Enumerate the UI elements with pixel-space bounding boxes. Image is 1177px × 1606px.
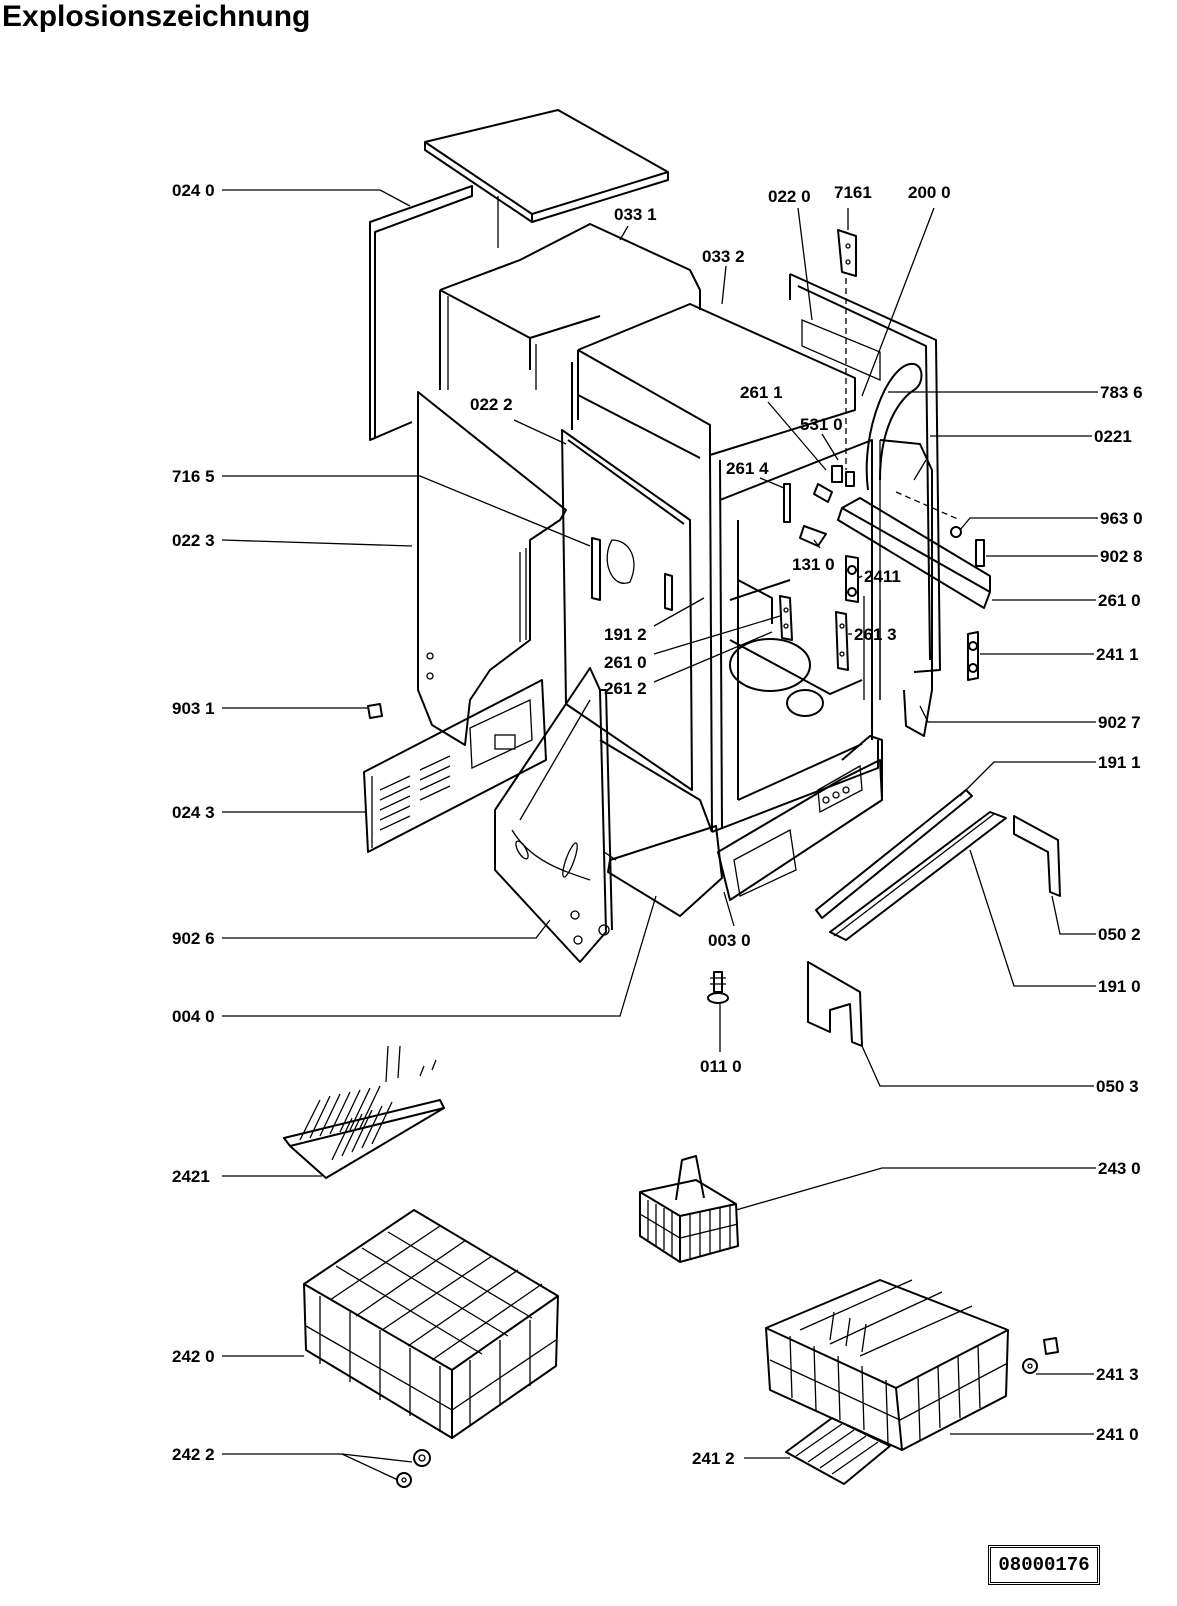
part-side-panel-right [789,273,941,673]
label-5310: 531 0 [800,415,843,434]
label-9026: 902 6 [172,929,215,948]
label-7836: 783 6 [1100,383,1143,402]
label-2412: 241 2 [692,1449,735,1468]
part-upper-basket [303,1209,559,1439]
label-0331: 033 1 [614,205,657,224]
part-cup-shelf [283,1045,445,1179]
part-side-bracket [494,667,613,963]
label-2421: 2421 [172,1167,210,1186]
part-foot [707,971,729,1004]
label-0503: 050 3 [1096,1077,1139,1096]
label-9031: 903 1 [172,699,215,718]
part-bracket-0502 [1013,815,1061,897]
label-0222: 022 2 [470,395,513,414]
label-2611: 261 1 [740,383,783,402]
part-basket-wheels-2422 [396,1449,431,1488]
label-0110: 011 0 [700,1057,742,1076]
label-1910: 191 0 [1098,977,1141,996]
label-9630: 963 0 [1100,509,1143,528]
part-cutlery-holder-2412 [785,1417,891,1485]
label-0240: 024 0 [172,181,215,200]
part-labels: 024 0 033 1 033 2 022 0 7161 200 0 783 6… [172,181,1143,1468]
label-0243: 024 3 [172,803,215,822]
label-2410: 241 0 [1096,1425,1139,1444]
part-cutlery-basket [639,1155,739,1263]
part-plinth [717,735,883,901]
document-number: 08000176 [998,1554,1090,1576]
part-door-outer [417,391,601,746]
label-0040: 004 0 [172,1007,215,1026]
label-7161: 7161 [834,183,872,202]
leader-lines [221,189,1098,1481]
label-9028: 902 8 [1100,547,1143,566]
label-0223: 022 3 [172,531,215,550]
label-9027: 902 7 [1098,713,1141,732]
part-bottom-rails [815,789,1007,941]
part-hinge-panel-right [879,439,933,737]
label-7165: 716 5 [172,467,215,486]
label-1912: 191 2 [604,625,647,644]
label-0030: 003 0 [708,931,751,950]
part-top-bracket [837,229,857,470]
part-door-inner [561,429,693,791]
label-2613: 261 3 [854,625,897,644]
label-2422: 242 2 [172,1445,215,1464]
part-top-cover [424,109,669,223]
part-bracket-0503 [807,961,863,1047]
label-0220: 022 0 [768,187,811,206]
part-small-fittings [779,465,881,700]
label-2610-right: 261 0 [1098,591,1141,610]
part-right-fittings [950,526,985,681]
label-2411-right: 241 1 [1096,645,1139,664]
label-2420: 242 0 [172,1347,215,1366]
label-1911: 191 1 [1098,753,1141,772]
label-2610-center: 261 0 [604,653,647,672]
part-side-panel-left [369,185,499,441]
label-0332: 033 2 [702,247,745,266]
part-basket-wheel-2413 [1022,1337,1059,1374]
label-0221: 0221 [1094,427,1132,446]
part-inner-tub [571,303,879,833]
label-0502: 050 2 [1098,925,1141,944]
part-hose [865,362,923,491]
label-2430: 243 0 [1098,1159,1141,1178]
part-lower-basket [765,1279,1009,1451]
part-base-plate [603,825,723,917]
label-2411-upper: 2411 [864,567,901,586]
part-rail [837,491,991,609]
document-number-box: 08000176 [988,1545,1100,1585]
label-2413: 241 3 [1096,1365,1139,1384]
part-outer-housing [439,223,701,390]
label-2612: 261 2 [604,679,647,698]
page-title: Explosionszeichnung [2,0,311,33]
parts-drawing [283,109,1061,1488]
label-2614: 261 4 [726,459,769,478]
label-2000: 200 0 [908,183,951,202]
part-control-panel [363,679,547,853]
part-screw-9031 [367,703,383,719]
label-1310: 131 0 [792,555,835,574]
